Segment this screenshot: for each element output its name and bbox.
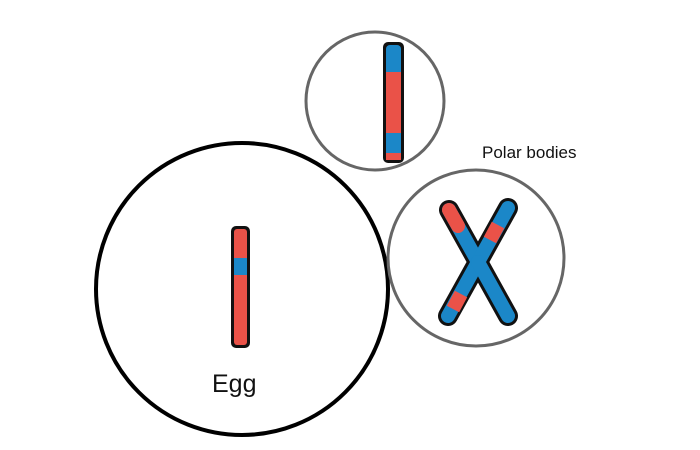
egg-cell [94,141,390,437]
polar-chromosome-single [383,42,404,163]
egg-chromosome [231,226,250,348]
polar-body-top [304,30,446,172]
polar-chromosome-x [438,198,518,326]
polar-bodies-label: Polar bodies [482,143,577,162]
polar-body-bottom [386,168,566,348]
egg-label: Egg [212,370,257,398]
